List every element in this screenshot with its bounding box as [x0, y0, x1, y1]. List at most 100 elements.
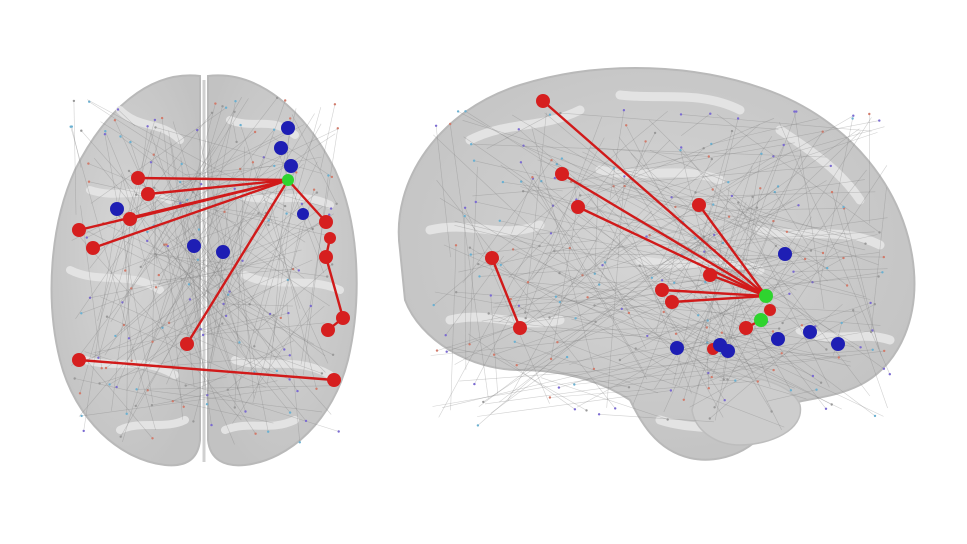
background-node-dot: [556, 341, 559, 344]
background-node-dot: [780, 352, 783, 355]
background-node-dot: [311, 227, 314, 231]
background-edge: [104, 134, 154, 403]
background-edge: [122, 209, 132, 361]
background-edge: [492, 320, 839, 358]
sag-b4: [721, 344, 735, 358]
background-node-dot: [560, 157, 564, 160]
background-edge: [651, 128, 860, 279]
background-edge: [819, 118, 853, 285]
background-node-dot: [289, 117, 292, 120]
background-edge: [788, 350, 876, 417]
background-node-dot: [573, 408, 577, 411]
background-edge: [112, 210, 281, 354]
axial-gyri-left: [66, 106, 189, 434]
connection-edge: [576, 205, 768, 298]
background-edge: [599, 414, 714, 423]
background-node-dot: [80, 312, 83, 315]
background-edge: [656, 158, 713, 271]
background-node-dot: [288, 411, 292, 414]
background-node-dot: [705, 326, 708, 329]
connection-edge: [286, 178, 328, 224]
background-edge: [681, 196, 782, 256]
background-edge: [227, 391, 256, 434]
background-edge: [184, 324, 323, 374]
background-node-dot: [819, 381, 823, 384]
background-node-dot: [559, 111, 562, 115]
background-edge: [689, 303, 875, 408]
background-node-dot: [283, 204, 287, 208]
connection-edge: [136, 176, 290, 182]
background-node-dot: [878, 231, 881, 234]
background-edge: [535, 207, 758, 235]
axial-r2: [141, 187, 155, 201]
axial-r13: [327, 373, 341, 387]
background-node-dot: [645, 235, 648, 238]
background-node-dot: [842, 205, 845, 209]
background-edge: [180, 277, 291, 413]
background-edge: [203, 322, 325, 336]
background-node-dot: [124, 269, 127, 272]
background-edge: [731, 195, 828, 282]
background-node-dot: [734, 379, 737, 382]
background-node-dot: [737, 201, 740, 204]
background-node-dot: [275, 96, 279, 100]
background-edge: [499, 220, 871, 300]
background-edge: [223, 303, 293, 307]
background-edge: [498, 115, 854, 323]
background-node-dot: [160, 116, 164, 120]
background-edge: [155, 249, 302, 288]
background-edge: [793, 268, 888, 272]
background-node-dot: [548, 113, 552, 116]
sag-g1: [759, 289, 773, 303]
background-edge: [462, 160, 552, 284]
background-edge: [843, 206, 880, 349]
background-node-dot: [487, 312, 490, 315]
background-edge: [512, 114, 724, 244]
background-edge: [197, 101, 236, 290]
background-edge: [532, 177, 645, 373]
background-node-dot: [706, 319, 709, 322]
background-node-dot: [573, 383, 576, 386]
background-node-dot: [549, 232, 553, 235]
background-node-dot: [555, 163, 558, 166]
background-edge: [110, 191, 194, 322]
background-node-dot: [329, 207, 333, 210]
background-node-dot: [574, 317, 577, 320]
background-edge: [449, 123, 489, 399]
background-node-dot: [135, 193, 138, 196]
background-node-dot: [662, 310, 665, 314]
axial-r5: [86, 241, 100, 255]
background-node-dot: [184, 384, 187, 387]
sag-r6: [655, 283, 669, 297]
background-node-dot: [680, 146, 683, 149]
background-node-dot: [165, 243, 168, 246]
background-node-dot: [472, 159, 476, 162]
background-node-dot: [558, 300, 562, 304]
background-edge: [140, 98, 249, 268]
background-node-dot: [153, 118, 157, 122]
background-node-dot: [201, 333, 205, 337]
background-edge: [167, 246, 183, 420]
background-node-dot: [272, 314, 275, 317]
background-edge: [556, 163, 731, 348]
background-node-dot: [478, 275, 481, 278]
background-edge: [154, 187, 330, 307]
background-edge: [531, 168, 615, 281]
background-edge: [594, 195, 599, 274]
background-edge: [720, 117, 872, 354]
background-edge: [550, 191, 581, 359]
background-node-dot: [188, 298, 192, 301]
background-node-dot: [119, 135, 122, 138]
background-node-dot: [210, 423, 213, 427]
background-node-dot: [703, 250, 706, 253]
background-node-dot: [80, 414, 83, 418]
background-edge: [468, 333, 576, 410]
background-edge: [263, 200, 300, 218]
background-node-dot: [104, 366, 108, 370]
axial-r9: [319, 250, 333, 264]
background-node-dot: [335, 202, 338, 205]
background-node-dot: [524, 316, 527, 320]
background-node-dot: [638, 264, 641, 267]
background-edge: [593, 148, 704, 261]
background-edge: [74, 378, 274, 424]
